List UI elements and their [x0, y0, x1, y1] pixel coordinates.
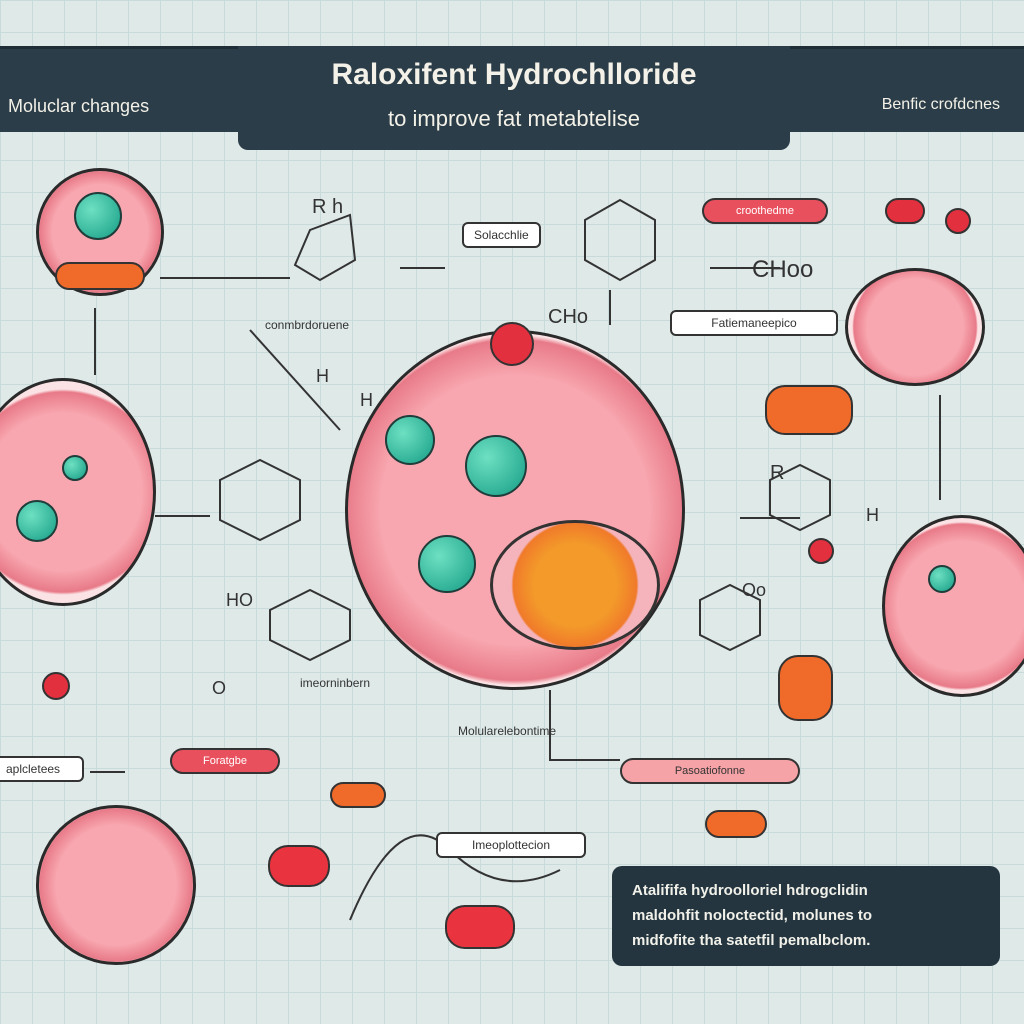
central-cell [345, 330, 685, 690]
pill-foratgbe: Foratgbe [170, 748, 280, 774]
nucleus [928, 565, 956, 593]
capsule [330, 782, 386, 808]
formula-o: O [212, 678, 227, 698]
capsule [778, 655, 833, 721]
label-conmbr: conmbrdoruene [265, 318, 350, 332]
cell-bottom-left [36, 805, 196, 965]
info-line: Atalififa hydroolloriel hdrogclidin [632, 882, 868, 899]
capsule [268, 845, 330, 887]
cell-right [882, 515, 1024, 697]
formula-ch: CHo [548, 306, 589, 328]
cell-top-right [845, 268, 985, 386]
nucleus [16, 500, 58, 542]
formula-oo: Oo [742, 580, 767, 600]
nucleus [74, 192, 122, 240]
page-title: Raloxifent Hydrochlloride [331, 58, 697, 91]
fat-droplet [490, 520, 660, 650]
label-imeorn: imeorninbern [300, 676, 371, 690]
label-aplcletees: aplcletees [0, 756, 84, 782]
formula-h: H [316, 366, 329, 386]
label-molular: Molularelebontime [458, 724, 557, 738]
cell-left [0, 378, 156, 606]
nucleus [418, 535, 476, 593]
info-line: midfofite tha satetfil pemalbclom. [632, 932, 871, 949]
pill-pasoat: Pasoatiofonne [620, 758, 800, 784]
capsule [55, 262, 145, 290]
pill-croothedme: croothedme [702, 198, 828, 224]
nucleus [385, 415, 435, 465]
capsule [445, 905, 515, 949]
info-line: maldohfit noloctectid, molunes to [632, 907, 872, 924]
nucleus [465, 435, 527, 497]
header-tab [238, 46, 790, 150]
molecule-dot [808, 538, 834, 564]
nucleus [62, 455, 88, 481]
label-imeoplot: Imeoplottecion [436, 832, 586, 858]
left-label: Moluclar changes [8, 96, 150, 116]
capsule [705, 810, 767, 838]
formula-h: H [360, 390, 373, 410]
formula-rh: R h [312, 196, 344, 218]
molecule-dot [885, 198, 925, 224]
formula-r: R [770, 462, 785, 484]
molecule-dot [490, 322, 534, 366]
info-box: Atalififa hydroolloriel hdrogclidin mald… [612, 866, 1000, 966]
molecule-dot [945, 208, 971, 234]
formula-ho: HO [226, 590, 253, 610]
page-subtitle: to improve fat metabtelise [388, 106, 640, 131]
right-label: Benfic crofdcnes [881, 96, 1000, 113]
label-solacchlie: Solacchlie [462, 222, 541, 248]
formula-h: H [866, 505, 879, 525]
formula-choo: CHoo [752, 256, 814, 283]
label-fati: Fatiemaneepico [670, 310, 838, 336]
molecule-dot [42, 672, 70, 700]
capsule [765, 385, 853, 435]
